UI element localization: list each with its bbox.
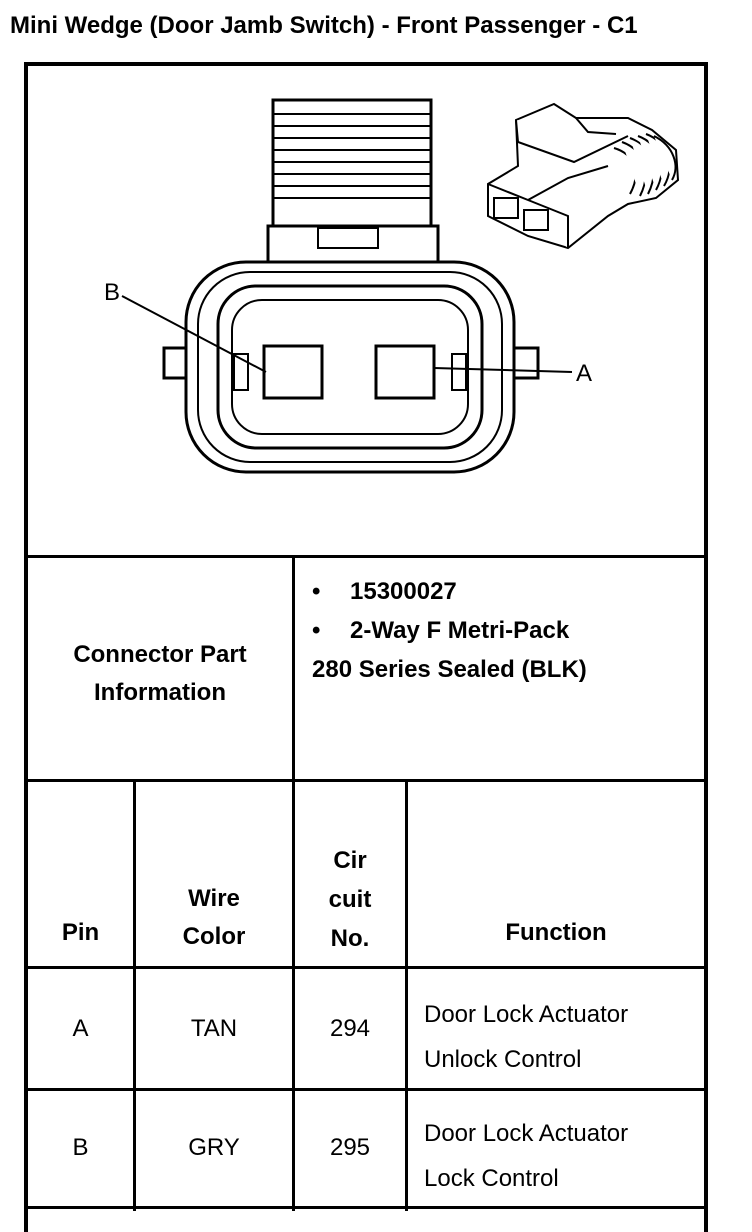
row-a-function-line1: Door Lock Actuator: [424, 1001, 629, 1028]
row-a-wire: TAN: [190, 1015, 238, 1042]
connector-type: 2-Way F Metri-Pack: [350, 617, 570, 644]
table-frame: [24, 62, 708, 1232]
row-b-circuit: 295: [329, 1134, 371, 1161]
connector-diagram: B A: [28, 66, 704, 556]
divider-row-a: [24, 1088, 708, 1091]
part-info-bullet-1: • 15300027: [312, 578, 457, 606]
divider-diagram: [24, 555, 708, 558]
part-info-bullet-2: • 2-Way F Metri-Pack: [312, 617, 569, 645]
part-info-series: 280 Series Sealed (BLK): [312, 656, 587, 683]
pin-label-a: A: [576, 360, 593, 387]
divider-col-pin: [133, 781, 136, 1211]
row-a-pin: A: [72, 1015, 89, 1042]
row-a-function-line2: Unlock Control: [424, 1046, 582, 1073]
row-a-circuit: 294: [329, 1015, 371, 1042]
header-function: Function: [505, 919, 607, 946]
divider-part-info: [24, 779, 708, 782]
bullet-symbol: •: [312, 617, 321, 644]
divider-row-b: [24, 1206, 708, 1209]
divider-col-wire: [292, 781, 295, 1211]
divider-header: [24, 966, 708, 969]
header-pin: Pin: [61, 919, 100, 946]
part-info-label: Connector Part Information: [28, 636, 292, 712]
row-b-wire: GRY: [188, 1134, 240, 1161]
row-b-function-line2: Lock Control: [424, 1165, 559, 1192]
bullet-symbol: •: [312, 578, 321, 605]
part-info-label-line1: Connector Part: [73, 641, 247, 668]
pin-label-b: B: [104, 279, 121, 306]
pin-leader-lines: [121, 295, 573, 373]
header-cir-line2: cuit: [328, 886, 372, 913]
connector-diagram-svg: [121, 98, 680, 474]
part-info-label-line2: Information: [94, 679, 226, 706]
connector-3d-icon: [487, 102, 680, 250]
divider-info-col: [292, 557, 295, 781]
part-number: 15300027: [350, 578, 457, 605]
connector-face-icon: [162, 98, 540, 474]
divider-col-circuit: [405, 781, 408, 1211]
header-wire-line2: Color: [182, 923, 246, 950]
row-b-pin: B: [72, 1134, 89, 1161]
header-cir-line1: Cir: [333, 847, 367, 874]
header-wire-line1: Wire: [188, 885, 240, 912]
header-cir-line3: No.: [330, 925, 370, 952]
header-circuit-no: Cir cuit No.: [295, 841, 405, 958]
row-a-function: Door Lock Actuator Unlock Control: [424, 992, 628, 1082]
page-title: Mini Wedge (Door Jamb Switch) - Front Pa…: [10, 12, 638, 39]
row-b-function-line1: Door Lock Actuator: [424, 1120, 629, 1147]
header-wire-color: Wire Color: [136, 880, 292, 956]
row-b-function: Door Lock Actuator Lock Control: [424, 1111, 628, 1201]
